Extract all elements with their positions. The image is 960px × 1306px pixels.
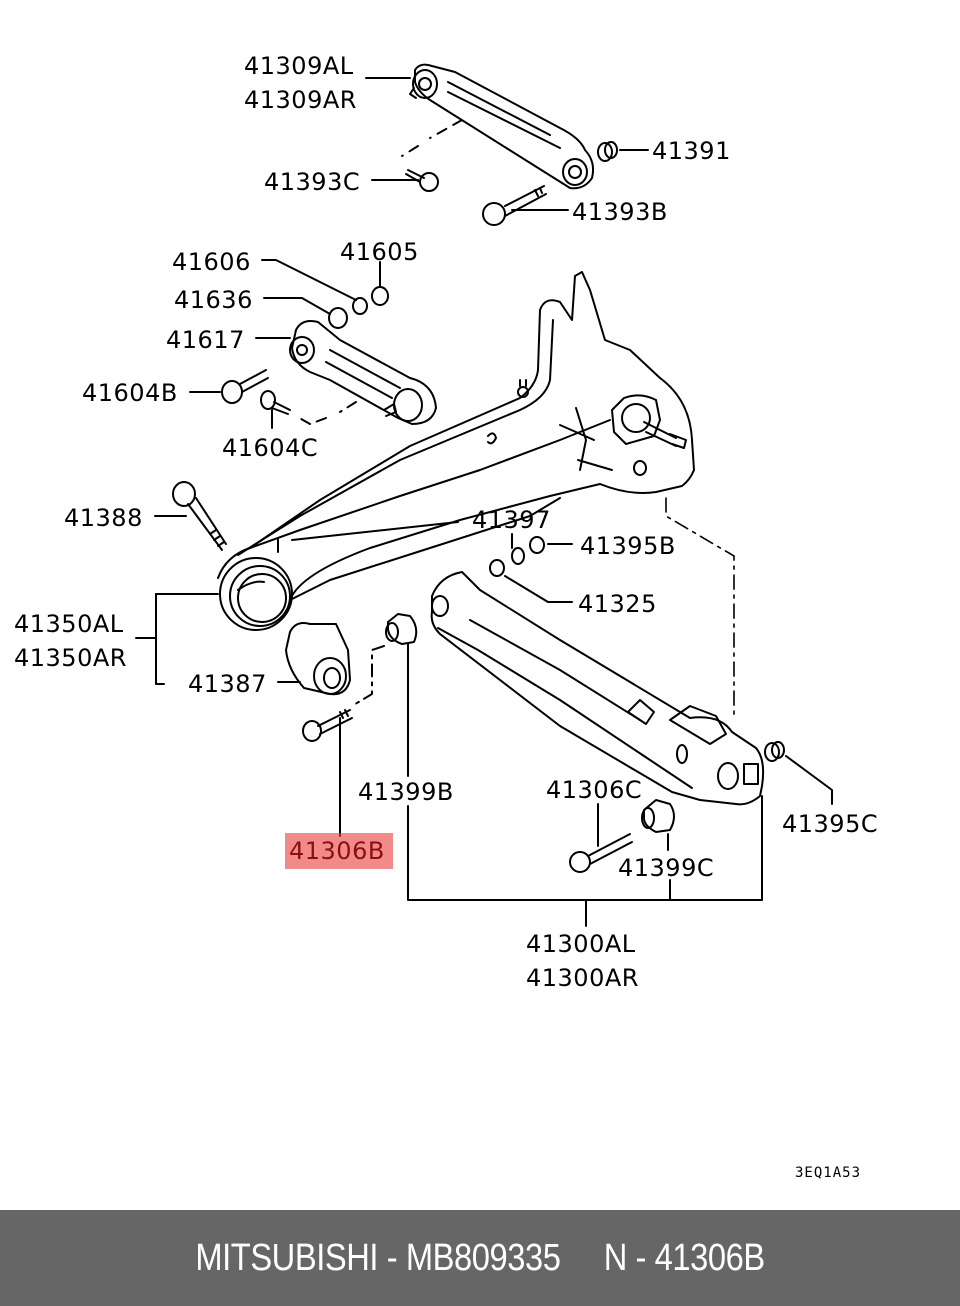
bushing-41387 <box>286 623 350 694</box>
bushing-41399c <box>642 800 674 832</box>
exploded-view-drawing <box>0 0 960 1210</box>
label-41393b[interactable]: 41393B <box>572 198 668 226</box>
label-41309ar[interactable]: 41309AR <box>244 86 357 114</box>
label-41309al[interactable]: 41309AL <box>244 52 354 80</box>
label-41397[interactable]: 41397 <box>472 506 551 534</box>
lower-arm-41300a <box>432 572 763 804</box>
nut-41395c <box>765 742 784 761</box>
washers-41325-41397-41395b <box>490 537 544 576</box>
bolt-41306c <box>570 834 632 872</box>
nut-41391 <box>598 142 617 161</box>
bolt-41388 <box>173 482 226 550</box>
diagram-code: 3EQ1A53 <box>795 1165 862 1181</box>
label-41350ar[interactable]: 41350AR <box>14 644 127 672</box>
part-info-text: MITSUBISHI - MB809335 N - 41306B <box>195 1236 765 1279</box>
label-41395b[interactable]: 41395B <box>580 532 676 560</box>
part-info-footer: MITSUBISHI - MB809335 N - 41306B <box>0 1210 960 1306</box>
label-41636[interactable]: 41636 <box>174 286 253 314</box>
bolt-41306b <box>303 710 352 741</box>
label-41306c[interactable]: 41306C <box>546 776 643 804</box>
label-41604c[interactable]: 41604C <box>222 434 319 462</box>
bolt-41393b <box>483 186 546 225</box>
parts-diagram: 41309AL 41309AR 41391 41393C 41393B 4160… <box>0 0 960 1210</box>
label-41605[interactable]: 41605 <box>340 238 419 266</box>
label-41300ar[interactable]: 41300AR <box>526 964 639 992</box>
label-41388[interactable]: 41388 <box>64 504 143 532</box>
label-41393c[interactable]: 41393C <box>264 168 361 196</box>
label-41300al[interactable]: 41300AL <box>526 930 636 958</box>
link-41617 <box>290 321 436 424</box>
label-41325[interactable]: 41325 <box>578 590 657 618</box>
label-41617[interactable]: 41617 <box>166 326 245 354</box>
label-41306b-highlighted[interactable]: 41306B <box>285 833 393 869</box>
label-41391[interactable]: 41391 <box>652 137 731 165</box>
label-41350al[interactable]: 41350AL <box>14 610 124 638</box>
label-41606[interactable]: 41606 <box>172 248 251 276</box>
trailing-arm-41350a <box>218 272 694 630</box>
label-41399c[interactable]: 41399C <box>618 854 715 882</box>
bolt-41604c <box>261 391 290 414</box>
upper-arm-41309a <box>410 65 593 189</box>
label-41395c[interactable]: 41395C <box>782 810 879 838</box>
label-41399b[interactable]: 41399B <box>358 778 454 806</box>
label-41387[interactable]: 41387 <box>188 670 267 698</box>
washers-41605-41606-41636 <box>329 287 388 328</box>
bushing-41399b <box>386 614 416 644</box>
bolt-41604b <box>222 370 268 403</box>
label-41604b[interactable]: 41604B <box>82 379 178 407</box>
